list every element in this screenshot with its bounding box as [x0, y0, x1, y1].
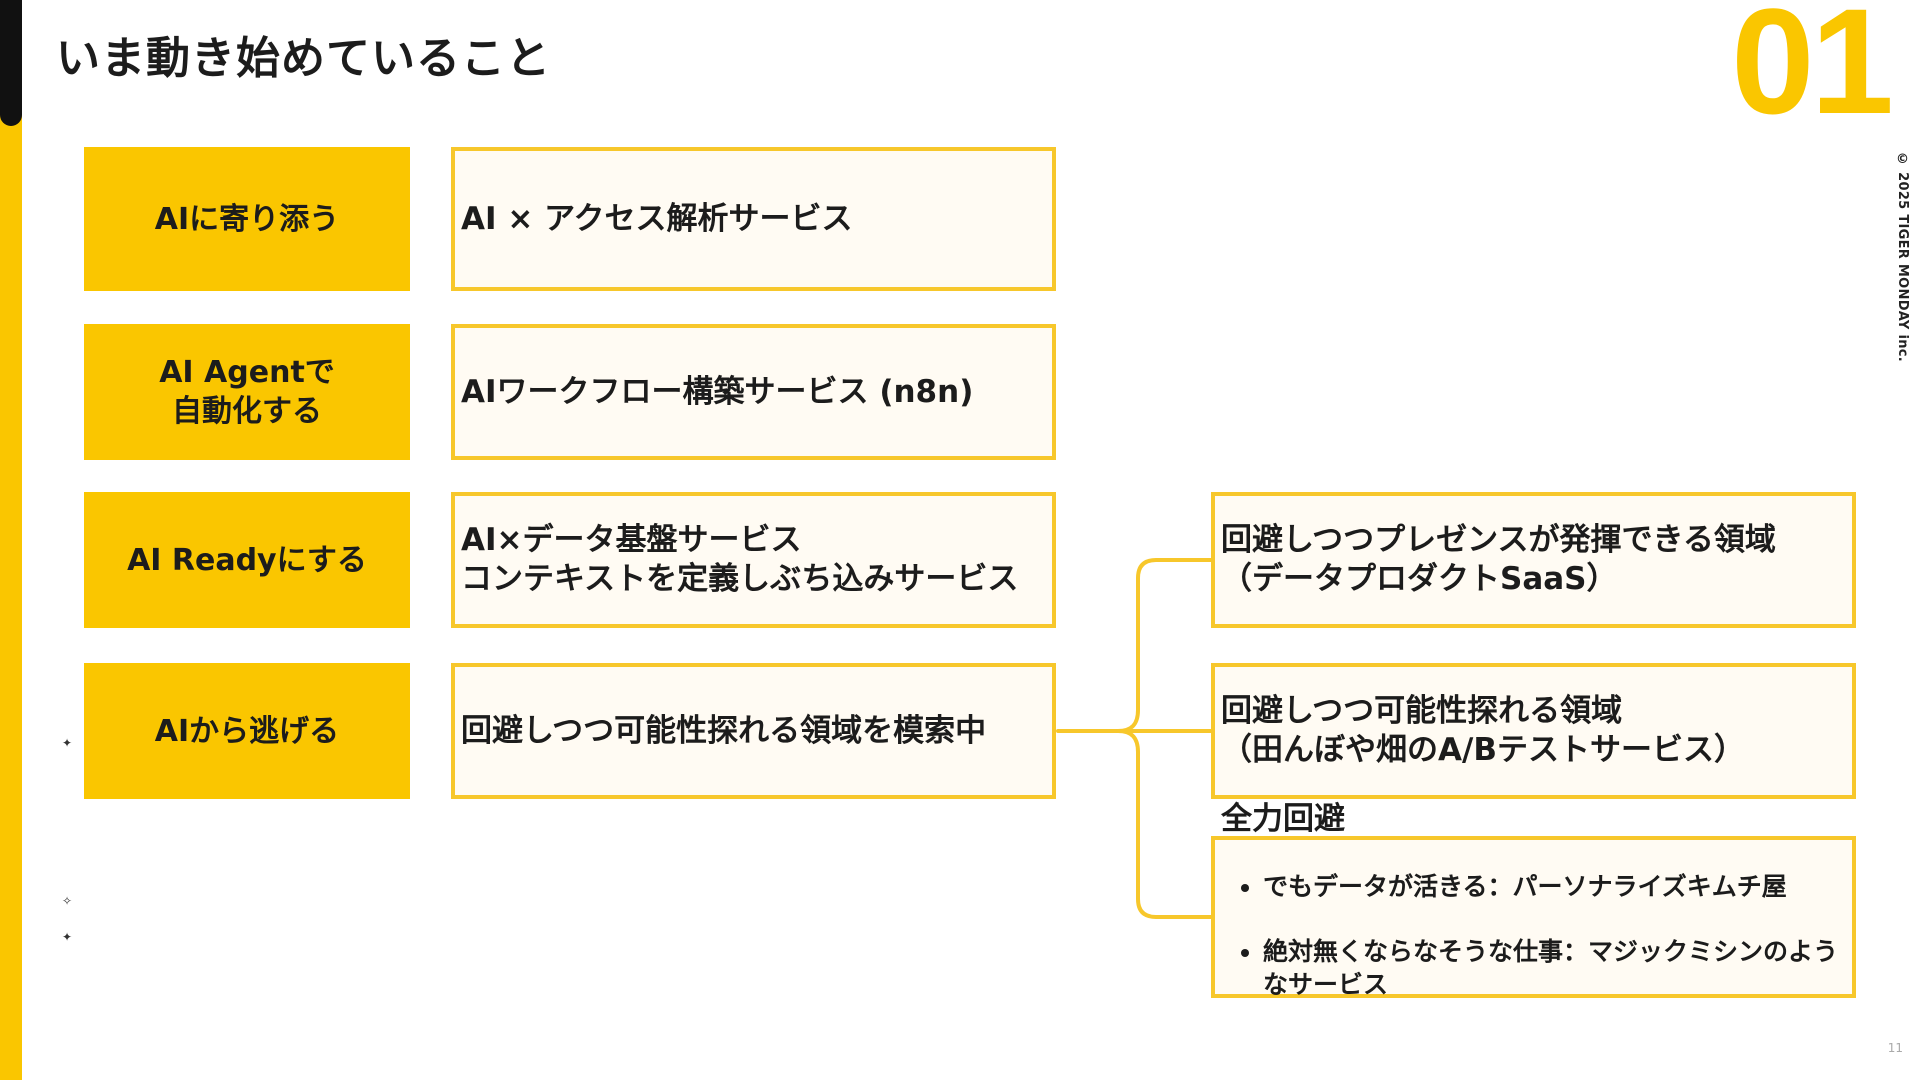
category-box-ai-ready: AI Readyにする	[84, 492, 410, 628]
bullet-item: でもデータが活きる：パーソナライズキムチ屋	[1263, 871, 1852, 904]
branch-title: 全力回避	[1221, 801, 1345, 838]
stray-mark: ✦	[62, 736, 73, 750]
category-box-ai-agent: AI Agentで 自動化する	[84, 324, 410, 460]
stray-mark: ✦	[62, 930, 73, 944]
branch-box-full-avoid: 全力回避 でもデータが活きる：パーソナライズキムチ屋 絶対無くならなそうな仕事：…	[1211, 801, 1856, 999]
service-box-exploring: 回避しつつ可能性探れる領域を模索中	[451, 663, 1056, 799]
copyright-text: © 2025 TIGER MONDAY inc.	[1895, 152, 1910, 362]
slide-number: 01	[1731, 0, 1894, 145]
page-number: 11	[1887, 1041, 1903, 1055]
service-box-access-analytics: AI × アクセス解析サービス	[451, 147, 1056, 291]
stray-mark: ✧	[62, 894, 73, 908]
branch-box-ab-test: 回避しつつ可能性探れる領域 （田んぼや畑のA/Bテストサービス）	[1211, 663, 1856, 799]
service-box-workflow-n8n: AIワークフロー構築サービス (n8n)	[451, 324, 1056, 460]
category-box-ai-nigeru: AIから逃げる	[84, 663, 410, 799]
page-title: いま動き始めていること	[56, 33, 551, 84]
branch-box-presence: 回避しつつプレゼンスが発揮できる領域 （データプロダクトSaaS）	[1211, 492, 1856, 628]
category-box-ai-yorisou: AIに寄り添う	[84, 147, 410, 291]
left-accent-bar	[0, 0, 22, 1080]
bullet-item: 絶対無くならなそうな仕事：マジックミシンのようなサービス	[1263, 936, 1852, 1001]
branch-bullet-list: でもデータが活きる：パーソナライズキムチ屋 絶対無くならなそうな仕事：マジックミ…	[1221, 839, 1852, 1034]
service-box-data-platform: AI×データ基盤サービス コンテキストを定義しぶち込みサービス	[451, 492, 1056, 628]
left-accent-cap	[0, 0, 22, 126]
